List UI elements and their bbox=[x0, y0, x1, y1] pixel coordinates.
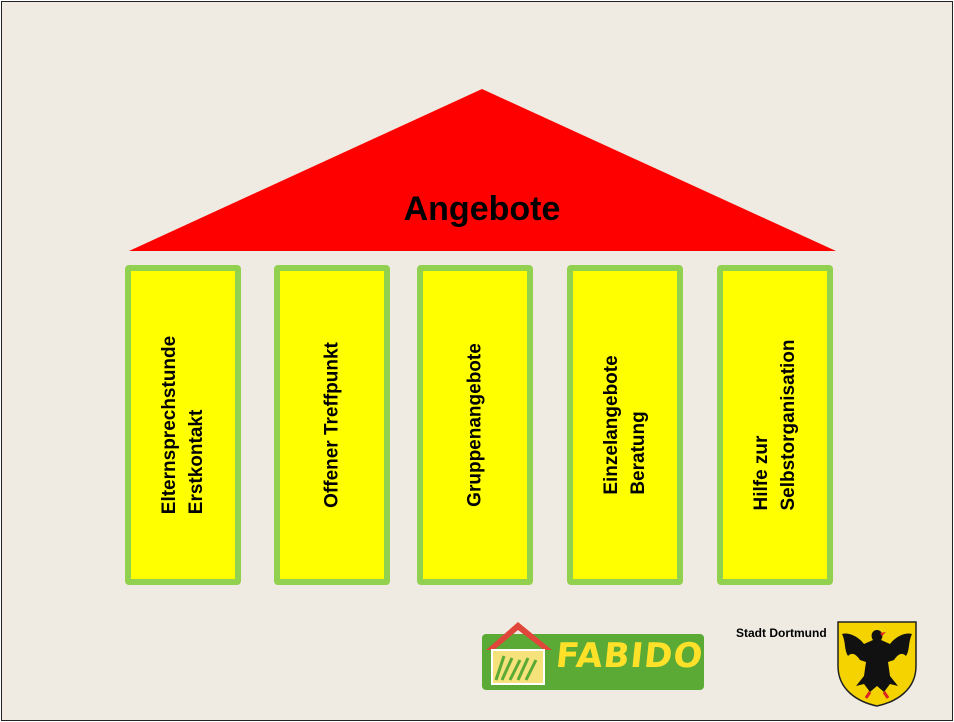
pillar-offener-treffpunkt: Offener Treffpunkt bbox=[274, 265, 390, 585]
diagram-title: Angebote bbox=[403, 190, 561, 228]
pillar-label-line: Gruppenangebote bbox=[464, 343, 486, 507]
pillar-label-line: Beratung bbox=[628, 411, 649, 495]
pillar-label-line: Einzelangebote bbox=[601, 355, 622, 495]
pillar-label-line: Offener Treffpunkt bbox=[321, 342, 343, 508]
city-name: Stadt Dortmund bbox=[736, 626, 827, 640]
pillar-label-line: Selbstorganisation bbox=[778, 339, 799, 511]
pillar-label-line: Hilfe zur bbox=[751, 435, 772, 511]
house-icon bbox=[486, 622, 552, 685]
pillar-elternsprechstunde: Elternsprechstunde Erstkontakt bbox=[125, 265, 241, 585]
coat-of-arms-icon bbox=[837, 621, 917, 707]
pillar-label-line: Erstkontakt bbox=[186, 409, 207, 515]
fabido-wordmark: FABIDO bbox=[553, 636, 706, 676]
pillar-gruppenangebote: Gruppenangebote bbox=[417, 265, 533, 585]
pillar-einzelangebote: Einzelangebote Beratung bbox=[567, 265, 683, 585]
fabido-logo: FABIDO bbox=[482, 620, 706, 690]
roof-triangle bbox=[129, 89, 836, 251]
pillar-label-line: Elternsprechstunde bbox=[159, 335, 180, 515]
pillar-selbstorganisation: Hilfe zur Selbstorganisation bbox=[717, 265, 833, 585]
roof bbox=[129, 89, 836, 251]
